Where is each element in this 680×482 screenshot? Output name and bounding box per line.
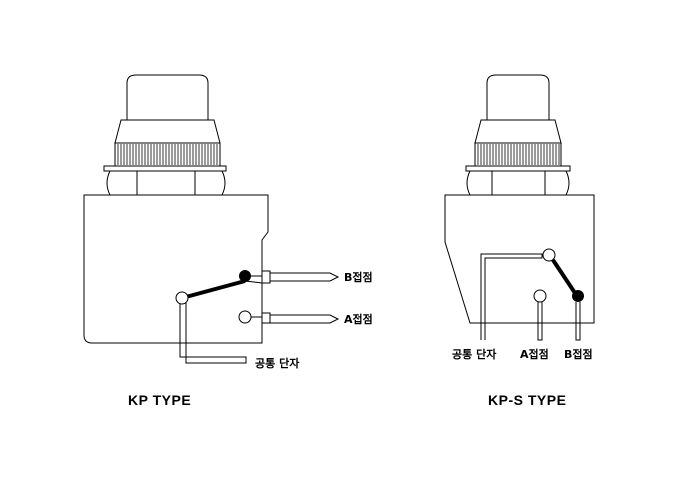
kps-knurl-lines [477,144,560,165]
kps-a-terminal [537,302,543,341]
kp-body [83,194,269,344]
kps-label-a-contact: A접점 [520,347,549,361]
kps-button-cap [486,74,550,121]
kp-b-contact-dot [239,270,251,282]
kp-label-a-contact: A접점 [344,312,373,326]
kps-label-common: 공통 단자 [452,347,497,361]
kps-common-terminal [480,253,543,340]
kps-b-terminal [575,302,581,341]
kp-pivot [175,291,189,305]
kps-bezel [474,119,562,144]
kps-hex-nut [466,170,570,196]
kp-knurl-lines [117,144,218,165]
kp-a-terminal [270,314,340,324]
kps-lever [551,258,577,295]
kps-knurled-ring [474,142,562,167]
kp-bezel [114,119,221,144]
kps-label-b-contact: B접점 [564,347,593,361]
kps-washer [465,165,571,172]
kp-lever [181,279,246,300]
kps-title: KP-S TYPE [488,392,566,408]
kp-washer [103,165,227,172]
kp-label-b-contact: B접점 [344,270,373,284]
kp-b-terminal [270,272,340,282]
kp-title: KP TYPE [128,392,191,408]
kp-knurled-ring [114,142,221,167]
kps-b-contact-dot [572,290,584,302]
kp-common-terminal [179,303,247,364]
kps-pivot [542,248,556,262]
kp-type-switch: B접점 A접점 공통 단자 KP TYPE [83,74,373,408]
kp-hex-nut [106,170,226,196]
kps-body [444,194,595,324]
kp-label-common: 공통 단자 [255,356,300,370]
kp-button-cap [126,74,209,121]
kp-s-type-switch: 공통 단자 A접점 B접점 KP-S TYPE [444,74,595,408]
kp-a-contact-dot [238,310,252,324]
kps-a-contact-dot [533,289,547,303]
